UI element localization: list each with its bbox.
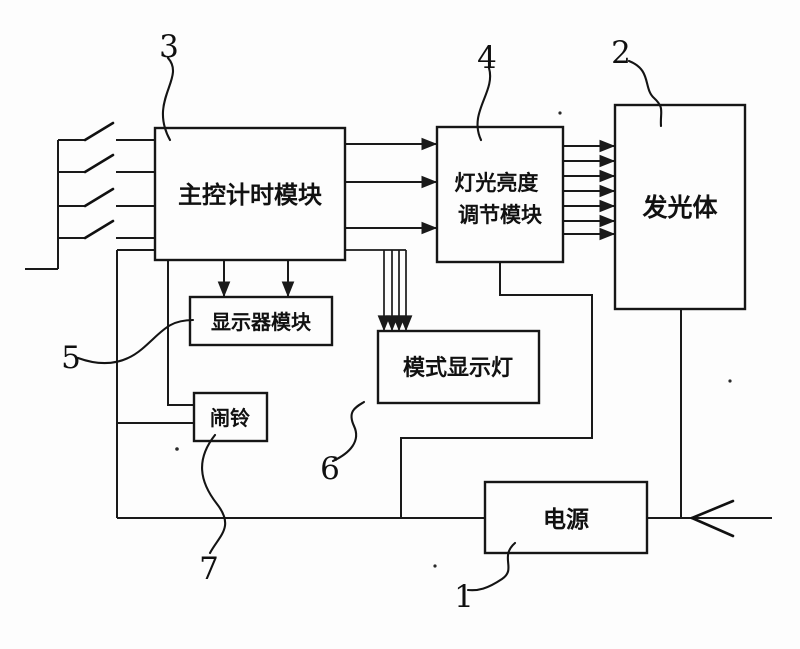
callout-line-4 bbox=[476, 66, 492, 142]
main-control-label: 主控计时模块 bbox=[178, 181, 322, 209]
speck-dot bbox=[175, 447, 179, 451]
mode-lights-block: 模式显示灯 bbox=[376, 329, 541, 405]
display-block: 显示器模块 bbox=[188, 295, 334, 347]
brightness-to-power-wire bbox=[400, 262, 593, 518]
power-input-arrow-upper bbox=[690, 499, 735, 520]
switch-3 bbox=[58, 187, 155, 208]
ref-label-3: 3 bbox=[159, 29, 179, 65]
callout-line-1 bbox=[466, 541, 517, 592]
emitter-block: 发光体 bbox=[613, 103, 747, 311]
brightness-label-line2: 调节模块 bbox=[458, 203, 543, 227]
mode-lights-bundle bbox=[345, 249, 413, 332]
alarm-box bbox=[192, 391, 269, 443]
switch-2-blade bbox=[83, 153, 115, 174]
mode-lights-label: 模式显示灯 bbox=[403, 356, 513, 381]
reference-callouts: 3 4 2 5 6 7 1 bbox=[61, 29, 663, 615]
switch-1 bbox=[58, 121, 155, 142]
callout-line-7 bbox=[201, 433, 227, 555]
ref-label-5: 5 bbox=[61, 340, 81, 376]
brightness-label: 灯光亮度 调节模块 bbox=[454, 171, 545, 227]
switch-4 bbox=[58, 219, 155, 240]
power-input-arrow bbox=[690, 499, 735, 538]
switch-bank bbox=[25, 121, 155, 270]
ref-label-2: 2 bbox=[611, 35, 631, 71]
main-to-alarm-wire bbox=[167, 260, 194, 406]
switch-3-blade bbox=[83, 187, 115, 208]
callout-line-3 bbox=[161, 56, 175, 142]
ref-label-1: 1 bbox=[454, 579, 474, 615]
brightness-label-line1: 灯光亮度 bbox=[454, 171, 538, 195]
wires bbox=[116, 249, 772, 538]
power-box bbox=[483, 480, 649, 555]
ref-label-7: 7 bbox=[199, 551, 219, 587]
speck-dot bbox=[558, 111, 562, 115]
ref-label-6: 6 bbox=[320, 451, 340, 487]
switch-1-blade bbox=[83, 121, 115, 142]
blocks: 主控计时模块 灯光亮度 调节模块 发光体 显示器模块 模式显示灯 闹铃 bbox=[153, 103, 747, 555]
speck-dot bbox=[433, 564, 437, 568]
callout-line-5 bbox=[76, 318, 195, 365]
emitter-box bbox=[613, 103, 747, 311]
power-block: 电源 bbox=[483, 480, 649, 555]
mode-lights-box bbox=[376, 329, 541, 405]
alarm-label: 闹铃 bbox=[210, 406, 250, 430]
main-control-block: 主控计时模块 bbox=[153, 126, 347, 262]
ref-label-4: 4 bbox=[477, 40, 497, 76]
emitter-label: 发光体 bbox=[641, 193, 718, 222]
power-label: 电源 bbox=[543, 507, 589, 533]
alarm-block: 闹铃 bbox=[192, 391, 269, 443]
switch-4-blade bbox=[83, 219, 115, 240]
brightness-box bbox=[435, 125, 565, 264]
display-box bbox=[188, 295, 334, 347]
speck-dot bbox=[728, 379, 732, 383]
callout-line-6 bbox=[331, 400, 366, 463]
brightness-block: 灯光亮度 调节模块 bbox=[435, 125, 565, 264]
power-input-arrow-lower bbox=[690, 516, 735, 538]
main-control-box bbox=[153, 126, 347, 262]
callout-line-2 bbox=[627, 59, 663, 128]
scan-specks bbox=[175, 111, 732, 568]
arrows bbox=[217, 137, 616, 332]
switch-2 bbox=[58, 153, 155, 174]
display-label: 显示器模块 bbox=[211, 310, 312, 334]
